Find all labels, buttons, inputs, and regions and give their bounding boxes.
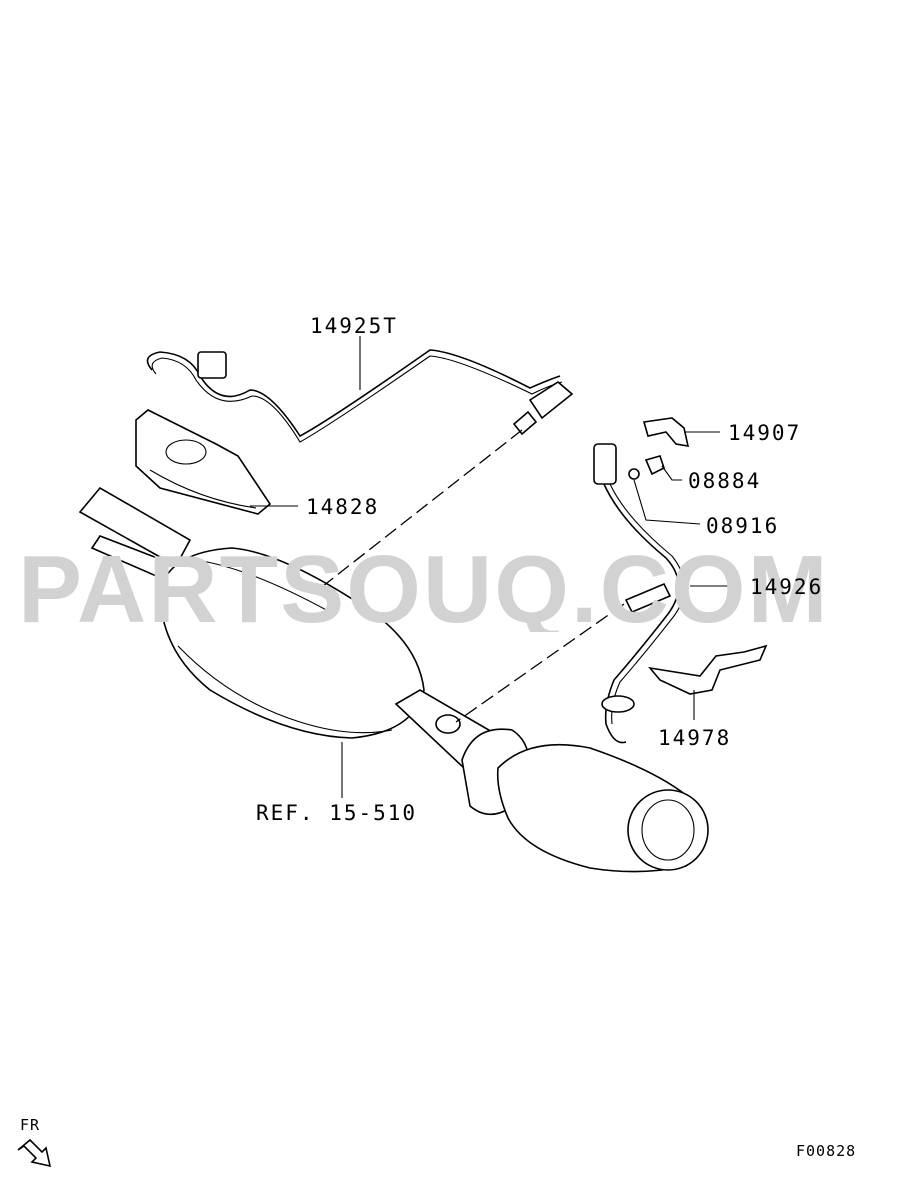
leader-lines [250,336,740,798]
callout-14828[interactable]: 14828 [306,495,380,519]
heat-protector[interactable] [135,409,272,515]
callout-14925T[interactable]: 14925T [310,314,398,338]
oxygen-sensor-rear[interactable] [593,443,686,744]
ref-callout[interactable]: REF. 15-510 [256,801,418,825]
clamp-14907[interactable] [642,417,690,447]
callout-08916[interactable]: 08916 [706,514,780,538]
oxygen-sensor-front[interactable] [146,349,574,443]
front-label: FR [20,1116,41,1134]
bolt-08884[interactable] [644,455,665,476]
callout-14907[interactable]: 14907 [728,421,802,445]
callout-08884[interactable]: 08884 [688,469,762,493]
bracket-14978[interactable] [648,644,768,695]
catalytic-converter-assembly[interactable] [78,486,709,873]
arrow-icon [17,1138,52,1168]
watermark: PARTSOUQ.COM [18,548,830,632]
callout-14978[interactable]: 14978 [658,726,732,750]
figure-code: F00828 [796,1142,857,1160]
washer-08916[interactable] [628,468,640,480]
callout-14926[interactable]: 14926 [750,575,824,599]
